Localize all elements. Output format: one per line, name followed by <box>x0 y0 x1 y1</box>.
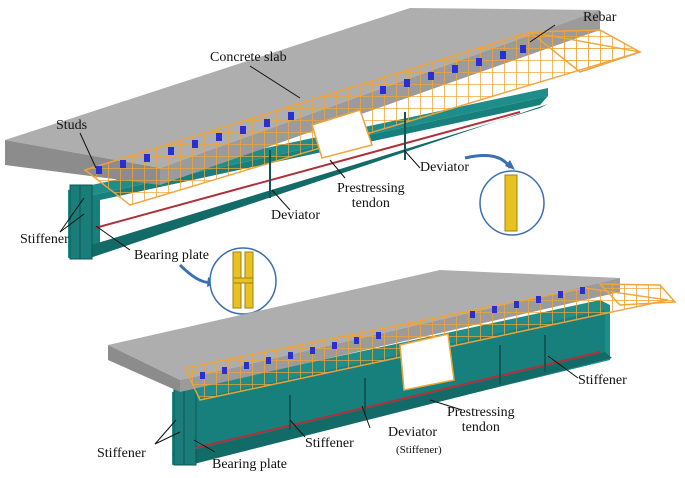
top-girder-model <box>5 8 642 260</box>
bottom-rebar-protrusion <box>598 283 677 306</box>
label-prestressing-tendon-bottom: Prestressing tendon <box>447 405 515 435</box>
bearing-plate-callout-arrow <box>178 263 213 284</box>
top-girder-web <box>88 96 548 252</box>
bottom-concrete-slab-side <box>108 345 180 392</box>
bottom-studs <box>200 287 585 379</box>
label-stiffener-bottom-mid: Stiffener <box>305 436 354 451</box>
bottom-bottom-flange <box>172 352 612 465</box>
top-slab-opening <box>311 109 373 159</box>
label-bearing-plate-bottom: Bearing plate <box>212 457 288 472</box>
bearing-plate-callout <box>178 247 277 315</box>
top-deviator-detail-part <box>504 174 518 232</box>
label-stiffener-bottom-right: Stiffener <box>578 373 627 388</box>
bottom-prestressing-tendon <box>194 351 601 449</box>
label-deviator-bottom-note: (Stiffener) <box>396 444 442 456</box>
top-concrete-slab-top <box>5 8 600 168</box>
leader-lines <box>59 24 579 453</box>
top-prestressing-tendon <box>94 111 521 229</box>
label-stiffener-top: Stiffener <box>20 232 69 247</box>
top-studs <box>96 45 526 174</box>
label-deviator-bottom: Deviator <box>388 425 437 440</box>
top-rebar-protrusion <box>527 29 642 73</box>
bottom-end-stiffener <box>173 387 197 466</box>
top-deviator-callout-arrow <box>464 154 512 169</box>
label-concrete-slab: Concrete slab <box>210 50 287 65</box>
bottom-concrete-slab-top <box>108 270 620 380</box>
label-bearing-plate-top: Bearing plate <box>134 248 210 263</box>
label-stiffener-bottom-left: Stiffener <box>97 446 146 461</box>
bottom-girder-web <box>190 310 605 455</box>
label-rebar: Rebar <box>583 10 617 25</box>
label-deviator-top-right: Deviator <box>420 160 469 175</box>
label-studs: Studs <box>56 118 88 133</box>
bottom-girder-model <box>108 270 677 466</box>
top-bottom-flange <box>68 104 548 258</box>
label-prestressing-tendon-top: Prestressing tendon <box>337 181 405 211</box>
bottom-slab-opening <box>399 333 455 391</box>
top-end-stiffener <box>69 184 93 260</box>
label-deviator-top-left: Deviator <box>271 208 320 223</box>
